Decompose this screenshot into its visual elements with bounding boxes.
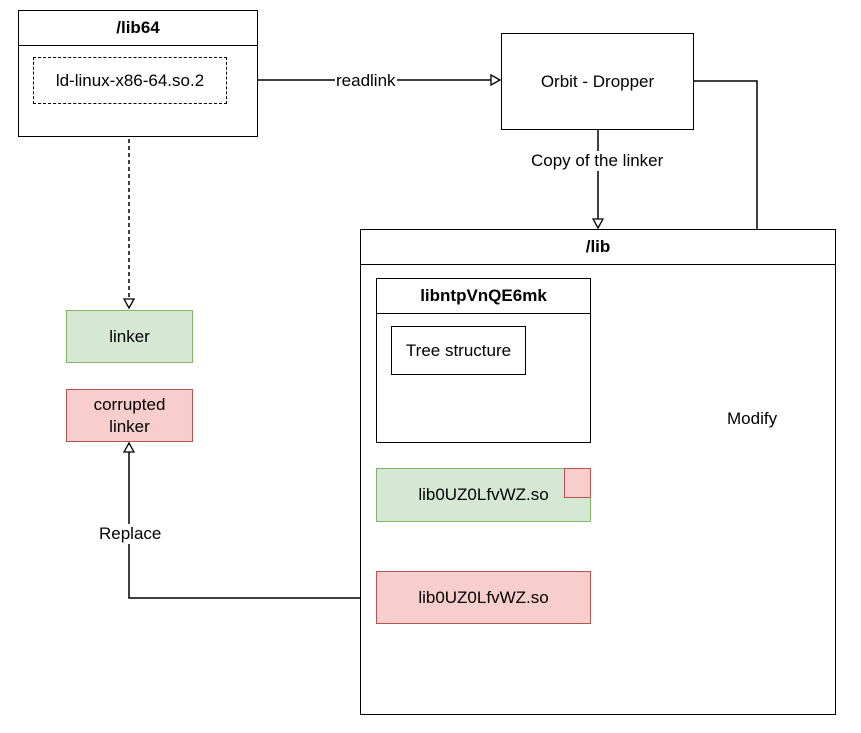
modify-label: Modify [726, 409, 779, 429]
hidden-folder-title: libntpVnQE6mk [377, 279, 590, 314]
readlink-label: readlink [335, 71, 397, 91]
linker-box[interactable]: linker [66, 310, 193, 363]
original-so-file[interactable]: lib0UZ0LfvWZ.so [376, 468, 591, 522]
orbit-dropper-label: Orbit - Dropper [540, 71, 655, 91]
injected-code-marker [564, 468, 591, 498]
edge-replace [129, 443, 376, 599]
tree-structure-box[interactable]: Tree structure [391, 326, 526, 375]
ld-linux-file[interactable]: ld-linux-x86-64.so.2 [33, 57, 227, 104]
lib64-title: /lib64 [19, 11, 257, 46]
ld-linux-label: ld-linux-x86-64.so.2 [55, 70, 205, 90]
original-so-label: lib0UZ0LfvWZ.so [418, 485, 549, 504]
orbit-dropper-box[interactable]: Orbit - Dropper [501, 33, 694, 130]
corrupted-linker-box[interactable]: corrupted linker [66, 389, 193, 442]
modified-so-label: lib0UZ0LfvWZ.so [418, 587, 549, 607]
tree-structure-label: Tree structure [405, 340, 512, 360]
lib-title: /lib [361, 230, 835, 265]
linker-label: linker [109, 326, 150, 346]
corrupted-linker-label: corrupted linker [93, 394, 166, 436]
replace-label: Replace [98, 524, 163, 544]
modified-so-file[interactable]: lib0UZ0LfvWZ.so [376, 571, 591, 624]
copy-linker-label: Copy of the linker [530, 151, 665, 171]
